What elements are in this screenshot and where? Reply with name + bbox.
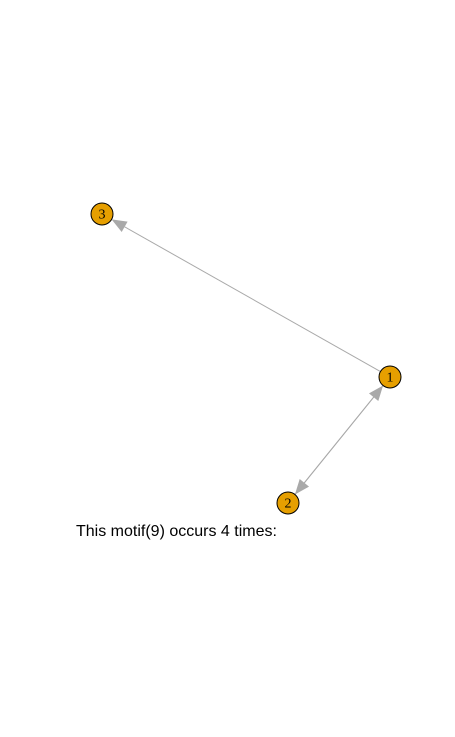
nodes-layer: 1 2 3 [90, 202, 402, 515]
node-label: 3 [99, 208, 106, 223]
node-circle [90, 202, 114, 226]
motif-caption: This motif(9) occurs 4 times: [76, 523, 277, 540]
edge-1-to-3 [124, 226, 381, 373]
node-3: 3 [90, 202, 114, 226]
arrowhead-1-to-3 [111, 219, 128, 233]
node-1: 1 [378, 365, 402, 389]
node-label: 2 [285, 497, 292, 512]
node-circle [378, 365, 402, 389]
edges-layer [111, 219, 384, 495]
edge-2-to-1 [294, 396, 375, 495]
node-2: 2 [276, 491, 300, 515]
arrowhead-2-to-1 [368, 385, 384, 401]
node-label: 1 [387, 371, 394, 386]
node-circle [276, 491, 300, 515]
